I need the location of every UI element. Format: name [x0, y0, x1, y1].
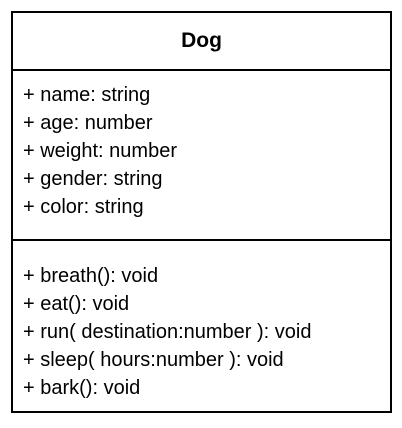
attribute-color: + color: string [23, 196, 144, 218]
operation-eat: + eat(): void [23, 293, 130, 315]
attribute-weight: + weight: number [23, 140, 177, 162]
operations-compartment: + breath(): void + eat(): void + run( de… [13, 241, 390, 402]
operation-sleep: + sleep( hours:number ): void [23, 349, 284, 371]
uml-class-box: Dog + name: string + age: number + weigh… [11, 11, 392, 413]
class-name: Dog [181, 29, 222, 52]
attribute-name: + name: string [23, 84, 151, 106]
operation-breath: + breath(): void [23, 265, 159, 287]
attributes-compartment: + name: string + age: number + weight: n… [13, 71, 390, 241]
operation-run: + run( destination:number ): void [23, 321, 312, 343]
attribute-gender: + gender: string [23, 168, 163, 190]
attribute-age: + age: number [23, 112, 153, 134]
class-name-compartment: Dog [13, 13, 390, 71]
operation-bark: + bark(): void [23, 377, 141, 399]
